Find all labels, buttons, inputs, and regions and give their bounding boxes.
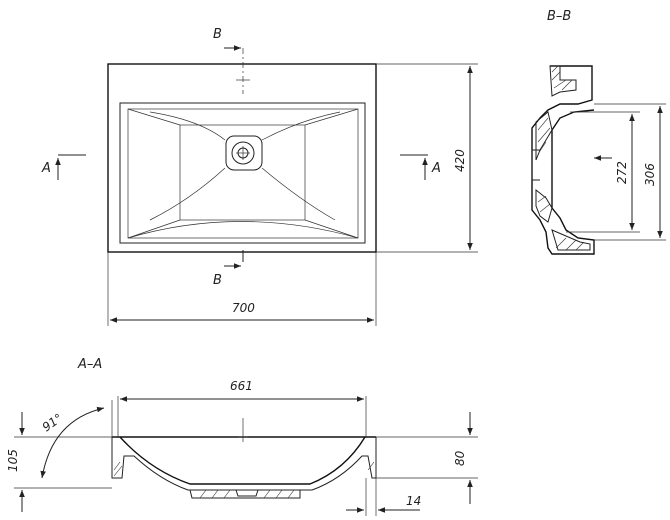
cut-label-a-left: A [41,161,51,176]
plan-view [107,48,377,262]
dim-aa-80: 80 [376,412,478,504]
basin-inner [127,108,359,239]
dim-text-angle: 91° [40,411,65,435]
section-bb-view [531,65,612,255]
drain-outer [231,141,255,165]
basin-floor [179,124,306,221]
dim-text-272: 272 [615,161,629,184]
cut-marker-a-right: A [400,154,441,180]
dim-text-661: 661 [230,379,253,393]
dim-aa-661: 661 [117,379,367,437]
dim-text-105: 105 [6,449,20,472]
drain-frame [225,135,263,171]
sink-outline [107,63,377,253]
section-aa-view [111,418,377,499]
section-title-bb: B–B [547,9,571,24]
dim-aa-angle: 91° [40,400,113,479]
cut-label-b-bottom: B [213,273,222,288]
cut-marker-a-left: A [41,154,86,180]
cut-marker-b-top: B [213,27,241,51]
dim-aa-14: 14 [346,478,421,516]
basin-outer [119,102,366,244]
cut-label-b-top: B [213,27,222,42]
dim-bb-272: 272 [566,111,640,233]
dim-width-700: 700 [107,252,377,326]
cut-label-a-right: A [431,161,441,176]
dim-bb-306: 306 [594,103,666,241]
section-title-aa: A–A [77,357,102,372]
dim-text-420: 420 [453,149,467,172]
dim-text-80: 80 [453,450,467,466]
dim-aa-105: 105 [6,412,112,512]
dim-text-14: 14 [406,494,421,508]
cut-marker-b-bottom: B [213,263,241,288]
dim-text-306: 306 [643,163,657,186]
dim-height-420: 420 [376,63,478,253]
dim-text-700: 700 [232,301,255,315]
